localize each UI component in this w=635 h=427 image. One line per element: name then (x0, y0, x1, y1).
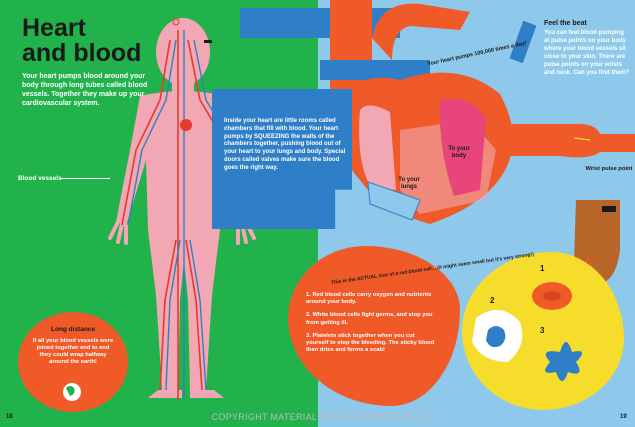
blood-facts-red-blob (288, 246, 460, 406)
blood-facts-list: 1. Red blood cells carry oxygen and nutr… (306, 292, 438, 360)
heart-info-text: Inside your heart are little rooms calle… (224, 118, 346, 171)
wrist-pulse-label: Wrist pulse point (585, 166, 633, 172)
copyright-watermark: COPYRIGHT MATERIAL FOR REFERENCE ONLY (211, 412, 429, 422)
intro-text: Your heart pumps blood around your body … (22, 73, 148, 107)
label-pointer-line (60, 178, 110, 179)
page-number-left: 18 (6, 414, 13, 420)
feel-the-beat-text: You can feel blood pumping at pulse poin… (544, 30, 630, 76)
cell-number-3: 3 (540, 326, 545, 335)
heart-info-box (212, 89, 352, 229)
blood-vessels-label: Blood vessels (18, 175, 62, 182)
long-distance-text: If all your blood vessels were joined to… (32, 338, 114, 365)
long-distance-title: Long distance (50, 326, 96, 333)
to-body-label: To your body (448, 146, 470, 159)
to-lungs-label: To your lungs (398, 177, 420, 190)
fact-platelets: 3. Platelets stick together when you cut… (306, 332, 435, 354)
red-blood-cell-icon (532, 282, 572, 310)
page-number-right: 19 (620, 414, 627, 420)
feel-the-beat-title: Feel the beat (544, 20, 587, 27)
wrist-illustration (510, 124, 635, 158)
platelet-icon (545, 342, 583, 381)
cell-number-1: 1 (540, 264, 545, 273)
page-title: Heart and blood (22, 16, 141, 66)
white-blood-cell-icon (472, 309, 523, 362)
cell-number-2: 2 (490, 296, 495, 305)
heart-illustration (240, 0, 537, 224)
title-line-1: Heart (22, 14, 86, 42)
fact-white-cells: 2. White blood cells fight germs, and st… (306, 312, 433, 326)
fact-red-cells: 1. Red blood cells carry oxygen and nutr… (306, 292, 432, 306)
title-line-2: and blood (22, 39, 142, 67)
